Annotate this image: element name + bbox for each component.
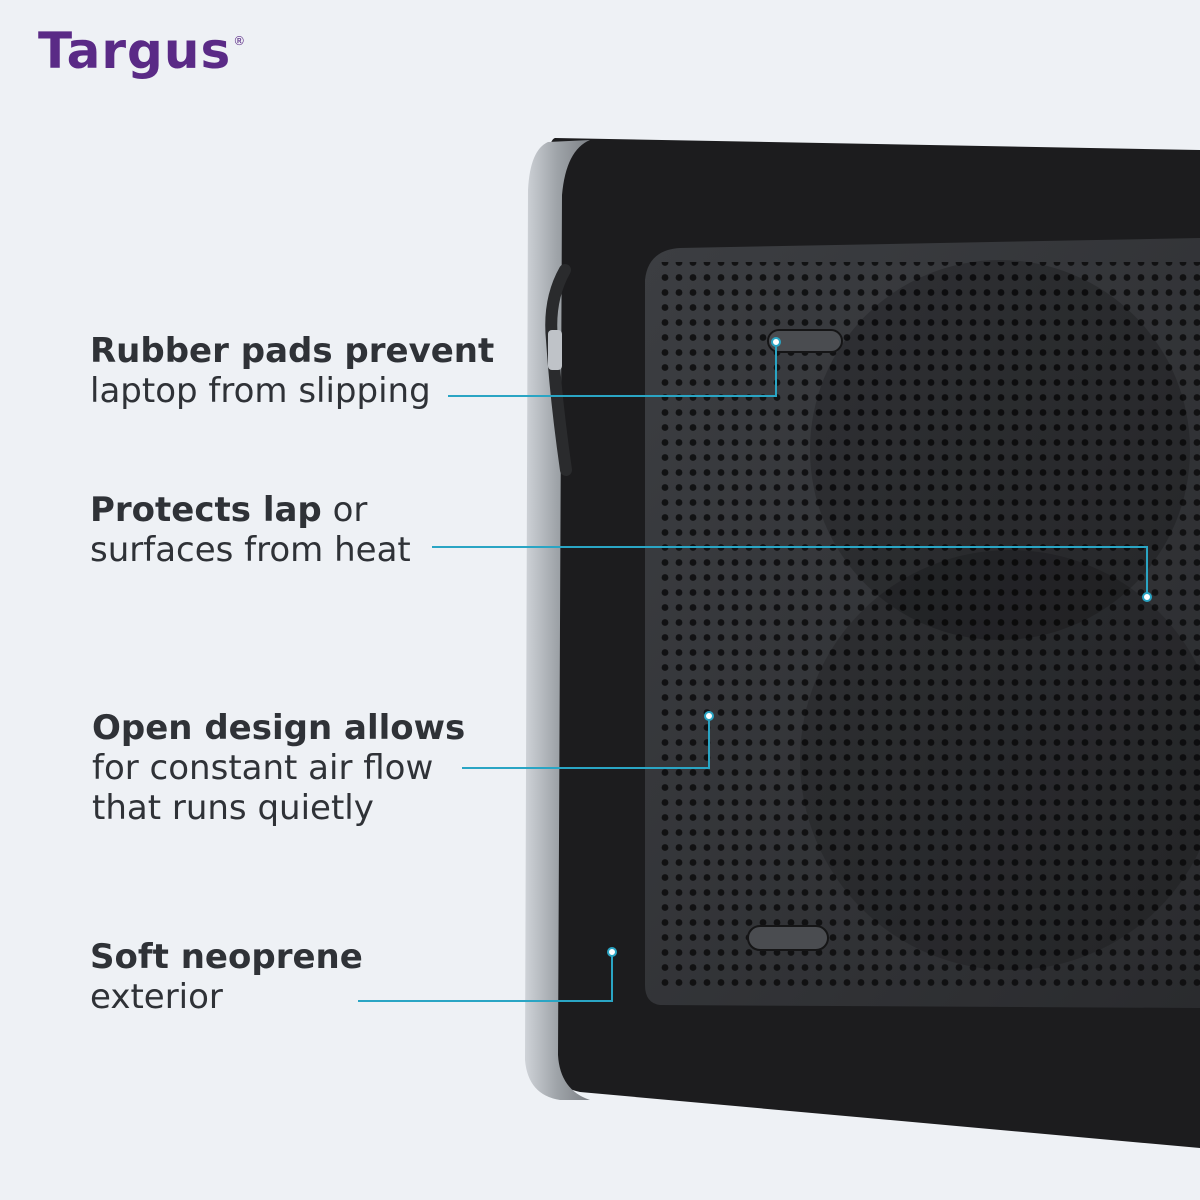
callout-protects-lap-text: surfaces from heat	[90, 530, 411, 570]
callout-line-open-design	[462, 716, 710, 769]
callout-open-design-text-2: that runs quietly	[92, 788, 374, 828]
callout-protects-lap-suffix: or	[321, 490, 368, 530]
callout-open-design-text-1: for constant air flow	[92, 748, 434, 788]
callout-line-soft-neoprene	[358, 952, 613, 1002]
brand-logo: Targus®	[38, 22, 246, 80]
brand-name: Targus	[38, 22, 232, 80]
callout-dot-soft-neoprene	[607, 947, 617, 957]
registered-mark: ®	[233, 34, 247, 48]
callout-protects-lap-title: Protects lap	[90, 490, 322, 530]
callout-dot-rubber-pads	[771, 337, 781, 347]
callout-soft-neoprene-title: Soft neoprene	[90, 937, 363, 977]
callout-open-design-title: Open design allows	[92, 708, 466, 748]
callout-rubber-pads-title: Rubber pads prevent	[90, 331, 495, 371]
callout-soft-neoprene: Soft neoprene exterior	[90, 937, 363, 1017]
fan-shadow-bottom	[800, 550, 1200, 970]
callout-rubber-pads-text: laptop from slipping	[90, 371, 431, 411]
callout-dot-protects-lap	[1142, 592, 1152, 602]
rubber-pad-bottom	[747, 925, 829, 951]
callout-dot-open-design	[704, 711, 714, 721]
callout-rubber-pads: Rubber pads prevent laptop from slipping	[90, 331, 494, 411]
callout-soft-neoprene-text: exterior	[90, 977, 223, 1017]
rubber-pad-top	[767, 329, 843, 353]
cable-connector	[548, 330, 562, 370]
callout-open-design: Open design allows for constant air flow…	[92, 708, 465, 828]
fan-shadow-top	[810, 260, 1190, 640]
vent-holes	[655, 262, 1200, 992]
callout-line-protects-lap	[432, 546, 1148, 597]
callout-line-rubber-pads	[448, 342, 777, 397]
cooling-pad-rim	[525, 140, 590, 1100]
callout-protects-lap: Protects lap or surfaces from heat	[90, 490, 411, 570]
